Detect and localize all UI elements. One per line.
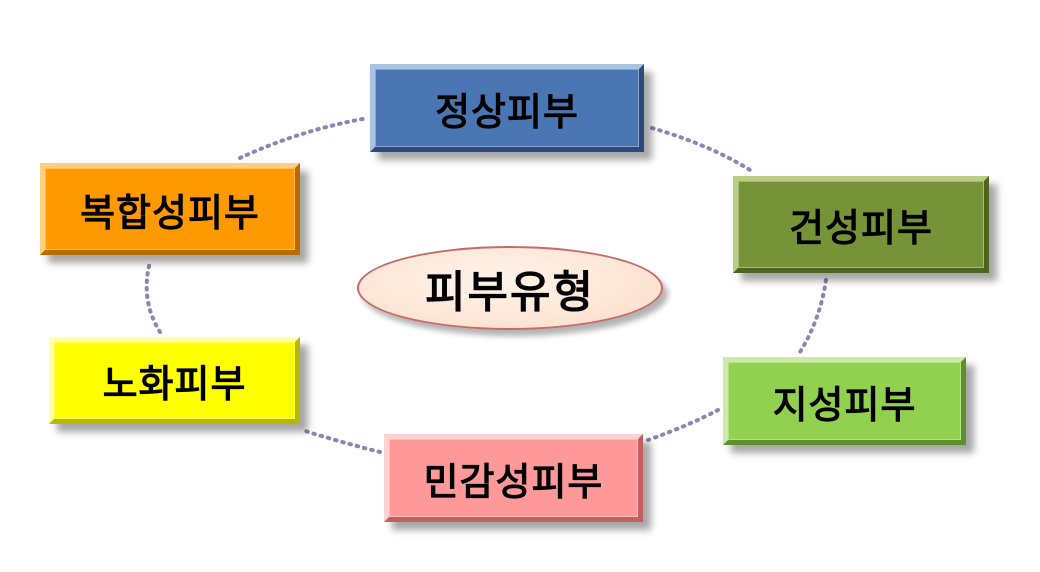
node-dry-skin: 건성피부 [733,176,989,273]
node-aging-skin: 노화피부 [49,337,300,424]
node-normal-skin-label: 정상피부 [435,89,579,134]
node-combination-skin: 복합성피부 [40,163,300,255]
connector-sensitive-aging [300,428,382,454]
connector-aging-combination [144,260,162,334]
connector-combination-normal [238,116,370,160]
node-normal-skin: 정상피부 [370,64,644,152]
center-label: 피부유형 [425,267,595,318]
node-oily-skin-label: 지성피부 [772,382,917,427]
connector-dry-oily [798,278,828,354]
node-aging-skin-label: 노화피부 [102,362,247,406]
node-dry-skin-label: 건성피부 [789,206,933,250]
connector-oily-sensitive [646,408,720,442]
node-oily-skin: 지성피부 [723,357,966,445]
node-sensitive-skin: 민감성피부 [384,434,643,522]
connector-normal-dry [650,126,752,172]
center-ellipse: 피부유형 [357,246,663,330]
node-sensitive-skin-label: 민감성피부 [423,459,604,504]
node-combination-skin-label: 복합성피부 [80,190,260,235]
